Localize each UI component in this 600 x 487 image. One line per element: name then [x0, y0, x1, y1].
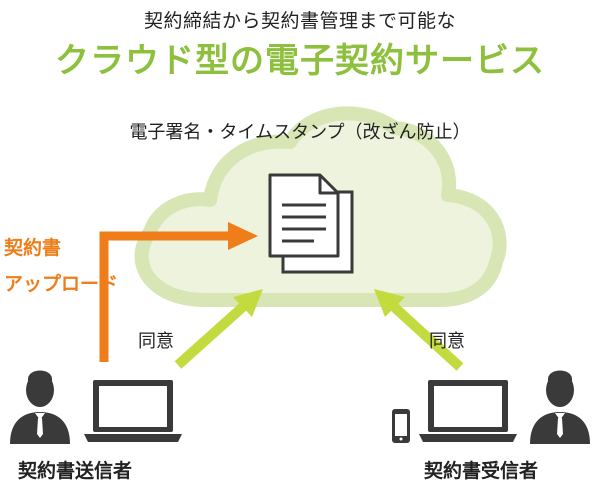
sender-role-label: 契約書送信者 — [18, 460, 133, 482]
document-icon — [268, 173, 354, 274]
upload-arrow — [99, 222, 258, 362]
sender-agree-label: 同意 — [138, 331, 174, 352]
upload-label: 契約書 アップロード — [4, 230, 118, 302]
receiver-agree-label: 同意 — [429, 331, 465, 352]
agree-arrow-right — [374, 289, 464, 371]
receiver-role-label: 契約書受信者 — [424, 460, 539, 482]
receiver-laptop-icon — [419, 380, 517, 442]
upload-label-line1: 契約書 — [4, 237, 62, 259]
sender-laptop-icon — [84, 380, 182, 442]
smartphone-icon — [392, 409, 410, 443]
signature-timestamp-label: 電子署名・タイムスタンプ（改ざん防止） — [129, 122, 471, 143]
receiver-person-icon — [530, 370, 590, 444]
sender-person-icon — [10, 370, 70, 444]
upload-label-line2: アップロード — [4, 273, 119, 295]
header-title: クラウド型の電子契約サービス — [55, 41, 545, 81]
agree-arrow-left — [174, 289, 263, 369]
header-subtitle: 契約締結から契約書管理まで可能な — [143, 10, 456, 32]
